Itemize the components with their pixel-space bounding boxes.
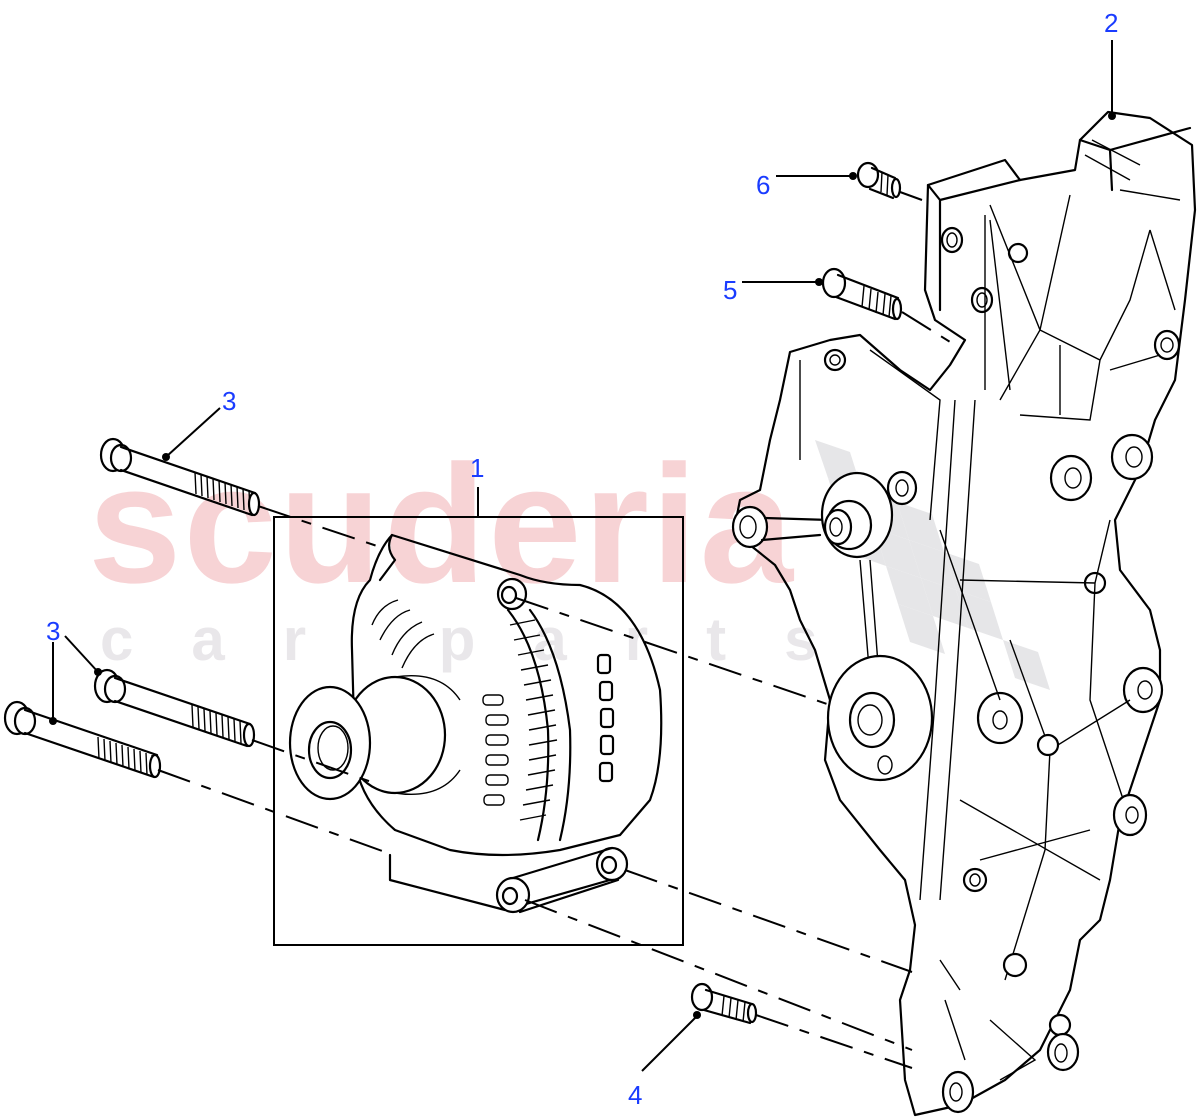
watermark-scuderia: scuderia xyxy=(88,430,796,618)
bolt-3-lower xyxy=(3,700,162,779)
mounting-bracket xyxy=(731,110,1197,1117)
bolt-5 xyxy=(821,267,903,321)
alternator xyxy=(288,533,663,914)
assembly-lines xyxy=(157,191,956,1069)
leader-lines xyxy=(49,40,1116,1072)
callout-3-lower-bolts[interactable]: 3 xyxy=(46,616,61,646)
callout-3-upper-bolt[interactable]: 3 xyxy=(222,386,237,416)
bolt-4 xyxy=(690,982,758,1025)
callout-2-bracket[interactable]: 2 xyxy=(1104,8,1119,38)
callout-5-bolt[interactable]: 5 xyxy=(723,275,738,305)
bolt-6 xyxy=(856,161,902,200)
callout-6-bolt[interactable]: 6 xyxy=(756,170,771,200)
bolt-3-middle xyxy=(93,668,256,748)
callout-1-alternator[interactable]: 1 xyxy=(470,453,485,483)
callout-4-short-bolt[interactable]: 4 xyxy=(628,1080,643,1110)
alternator-group-frame xyxy=(273,487,684,946)
bolt-3-upper xyxy=(99,437,261,517)
